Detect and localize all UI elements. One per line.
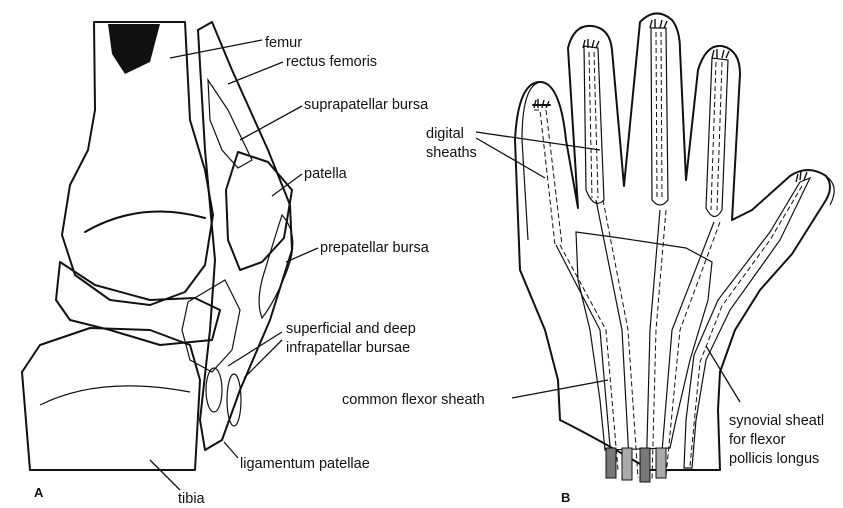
label-digital-line1: digital (426, 126, 464, 142)
label-femur: femur (265, 35, 302, 51)
superficial-infrapatellar-bursa (227, 374, 241, 426)
label-digital-line2: sheaths (426, 145, 477, 161)
label-rectus-femoris: rectus femoris (286, 54, 377, 70)
panel-a-labels: femur rectus femoris suprapatellar bursa… (34, 35, 430, 507)
label-suprapatellar-bursa: suprapatellar bursa (304, 97, 429, 113)
patella-shape (226, 152, 292, 270)
label-common-flexor-sheath: common flexor sheath (342, 392, 485, 408)
digital-sheaths (533, 28, 728, 245)
panel-b-hand-illustration (515, 13, 834, 482)
label-prepatellar-bursa: prepatellar bursa (320, 240, 430, 256)
hand-outline (515, 13, 830, 470)
label-synovial-line1: synovial sheatl (729, 413, 824, 429)
panel-letter-b: B (561, 490, 570, 505)
panel-a-leader-lines (150, 40, 318, 490)
deep-infrapatellar-bursa (206, 368, 222, 412)
label-ligamentum-patellae: ligamentum patellae (240, 456, 370, 472)
panel-a-knee-illustration (22, 22, 293, 470)
label-tibia: tibia (178, 491, 206, 507)
common-flexor-sheath-shape (576, 232, 712, 450)
panel-letter-a: A (34, 485, 44, 500)
panel-b-labels: digital sheaths common flexor sheath syn… (342, 126, 824, 505)
tendon-ends (606, 448, 666, 482)
label-synovial-line2: for flexor (729, 432, 786, 448)
label-patella: patella (304, 166, 348, 182)
label-infrapatellar-line1: superficial and deep (286, 321, 416, 337)
label-synovial-line3: pollicis longus (729, 451, 819, 467)
label-infrapatellar-line2: infrapatellar bursae (286, 340, 410, 356)
